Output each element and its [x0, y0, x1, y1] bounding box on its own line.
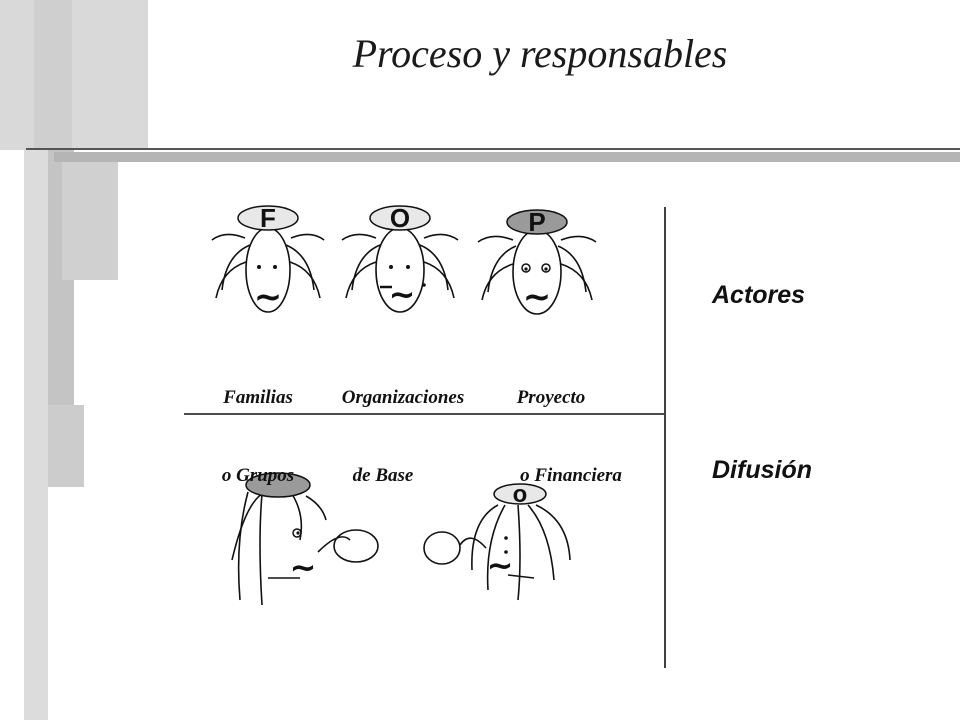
deco-top-line: [26, 148, 960, 150]
actor-letter-f: F: [260, 203, 276, 233]
caption-familias: Familias o Grupos: [198, 333, 318, 515]
diffusion-speaker-right: [423, 504, 571, 601]
caption-organizaciones-line1: Organizaciones: [341, 387, 465, 408]
hat-diffusion-right: [493, 483, 547, 505]
actor-letter-p: P: [528, 207, 545, 237]
svg-text:~: ~: [487, 546, 514, 584]
svg-text:~: ~: [254, 277, 283, 317]
caption-organizaciones: Organizaciones de Base: [318, 333, 488, 515]
actor-face-o: [341, 227, 459, 313]
diffusion-speaker-left: [231, 491, 379, 606]
deco-gray-band: [54, 152, 960, 162]
difusion-label: Difusión: [712, 456, 812, 484]
svg-text:~: ~: [523, 277, 552, 317]
deco-bar-4: [62, 160, 118, 280]
caption-organizaciones-line2: de Base: [352, 465, 414, 486]
caption-proyecto-line1: Proyecto: [516, 387, 586, 408]
hat-f: [237, 205, 299, 231]
caption-familias-line2: o Grupos: [221, 465, 295, 486]
actor-letter-o: O: [390, 203, 410, 233]
hat-o: [369, 205, 431, 231]
deco-bar-6: [24, 150, 48, 720]
deco-bar-5: [48, 405, 84, 487]
caption-familias-line1: Familias: [223, 387, 293, 408]
deco-bar-1: [0, 0, 148, 150]
actores-label: Actores: [712, 281, 806, 309]
hat-p: [506, 209, 568, 235]
svg-text:~: ~: [389, 275, 416, 313]
caption-proyecto-line2: o Financiera: [520, 465, 622, 486]
caption-proyecto: Proyecto o Financiera: [496, 333, 646, 515]
svg-text:~: ~: [290, 548, 317, 586]
diffusion-letter-right: o: [513, 481, 528, 508]
slide-title: Proceso y responsables: [352, 31, 728, 76]
hat-diffusion-left: [245, 472, 311, 498]
